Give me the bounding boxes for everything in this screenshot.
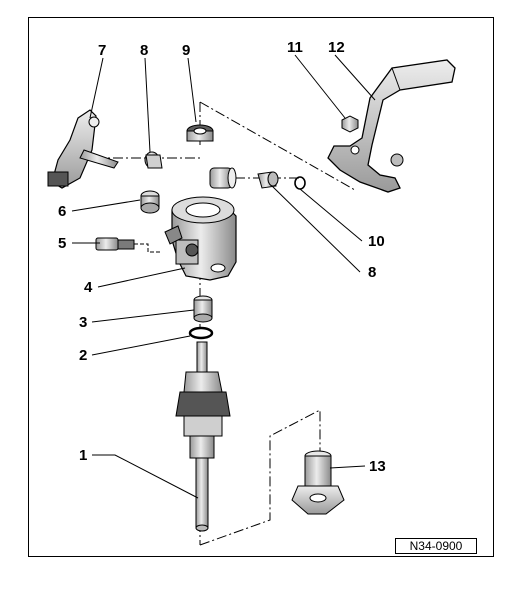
leader-11: [294, 54, 346, 119]
part-2-o-ring: [188, 326, 214, 340]
part-8-bushing-left: [144, 151, 163, 169]
part-10-clip: [294, 176, 306, 190]
axis-line-13: [199, 409, 321, 546]
callout-6: 6: [58, 203, 66, 220]
callout-3: 3: [79, 314, 87, 331]
part-6-plug: [140, 190, 160, 214]
callout-2: 2: [79, 347, 87, 364]
leader-6: [71, 199, 141, 212]
leader-12: [334, 54, 376, 101]
leader-3: [91, 309, 195, 323]
callout-13: 13: [369, 458, 386, 475]
pivot-shaft: [209, 167, 237, 189]
part-11-nut: [341, 115, 359, 133]
figure-reference-label: N34-0900: [395, 538, 477, 554]
axis-line-to-pedal: [199, 101, 356, 191]
callout-4: 4: [84, 279, 93, 296]
leader-2: [91, 335, 191, 356]
callout-8-right: 8: [368, 264, 376, 281]
part-5-switch: [95, 237, 160, 253]
part-9-bushing: [186, 124, 214, 142]
part-12-clutch-pedal: [327, 59, 456, 193]
leader-7: [89, 57, 104, 119]
callout-1: 1: [79, 447, 87, 464]
leader-9: [187, 57, 197, 123]
leader-lines: [71, 54, 376, 499]
leader-13: [329, 465, 366, 469]
leader-4: [97, 267, 186, 288]
callout-12: 12: [328, 39, 345, 56]
part-13-fitting: [291, 450, 345, 515]
callout-5: 5: [58, 235, 66, 252]
callout-8: 8: [140, 42, 148, 59]
part-4-cylinder-housing: [164, 196, 237, 281]
callout-10: 10: [368, 233, 385, 250]
callout-9: 9: [182, 42, 190, 59]
leader-1: [92, 454, 199, 499]
diagram-frame: [28, 17, 494, 557]
callouts: 7 8 9 11 12 6 5 4 3 2 1 10 8 13: [58, 39, 386, 475]
leader-8-top: [144, 57, 151, 153]
part-8-bushing-right: [257, 171, 279, 189]
callout-11: 11: [287, 39, 303, 56]
leader-10: [299, 188, 363, 242]
leader-8-right: [271, 185, 361, 273]
part-3-sleeve: [193, 295, 213, 323]
callout-7: 7: [98, 42, 106, 59]
part-7-lever: [47, 109, 119, 189]
part-1-pushrod-assembly: [175, 341, 231, 532]
